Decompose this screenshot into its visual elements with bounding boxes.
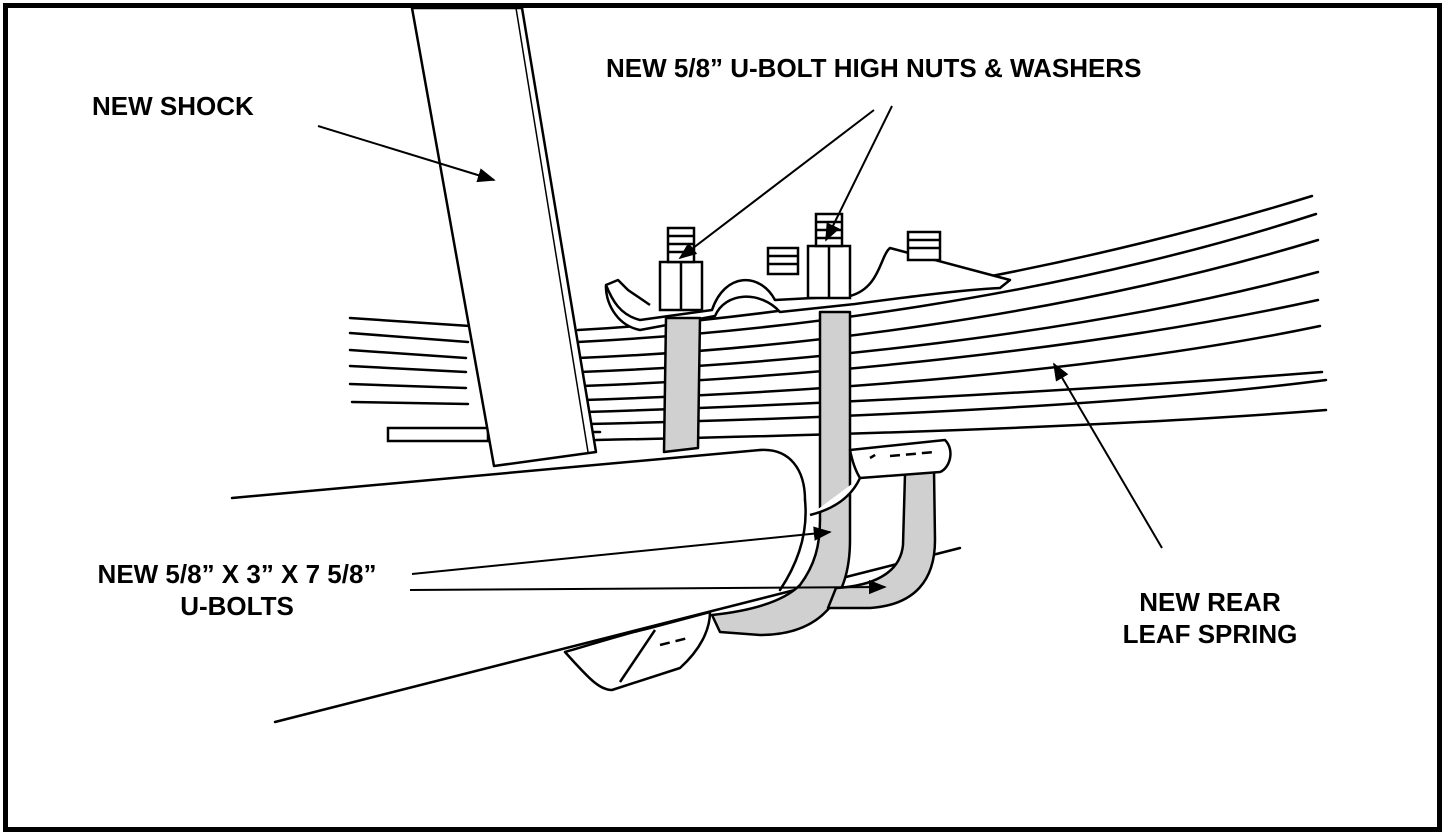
label-u-bolt-nuts-washers: NEW 5/8” U-BOLT HIGH NUTS & WASHERS — [606, 53, 1142, 83]
ubolt-arrow-front — [411, 526, 832, 575]
nut-rear-right — [906, 230, 942, 262]
u-bolt-rear — [826, 468, 937, 610]
label-rear-leaf-spring-line2: LEAF SPRING — [1122, 619, 1298, 649]
shock-absorber — [410, 6, 598, 468]
shock-arrow — [317, 125, 496, 183]
lower-bracket — [563, 610, 712, 692]
u-bolts — [662, 310, 937, 637]
nuts-arrow-left — [678, 109, 875, 260]
label-rear-leaf-spring-line1: NEW REAR — [1139, 587, 1281, 617]
label-u-bolts-line2: U-BOLTS — [180, 591, 294, 621]
nuts-arrow-right — [825, 105, 893, 242]
label-u-bolts-line1: NEW 5/8” X 3” X 7 5/8” — [97, 559, 377, 589]
u-bolt-front-left-leg — [662, 316, 702, 454]
label-rear-leaf-spring: NEW REAR LEAF SPRING — [1090, 586, 1330, 650]
diagram-frame — [3, 3, 1442, 832]
ubolt-arrow-rear — [409, 579, 887, 595]
nut-rear-left — [766, 246, 800, 276]
leaf-spring-arrow — [1053, 362, 1163, 549]
spring-plate — [604, 246, 1012, 332]
label-new-shock: NEW SHOCK — [92, 91, 254, 121]
label-u-bolts: NEW 5/8” X 3” X 7 5/8” U-BOLTS — [62, 558, 412, 622]
leader-lines — [317, 105, 1163, 595]
spring-perch — [809, 438, 952, 517]
